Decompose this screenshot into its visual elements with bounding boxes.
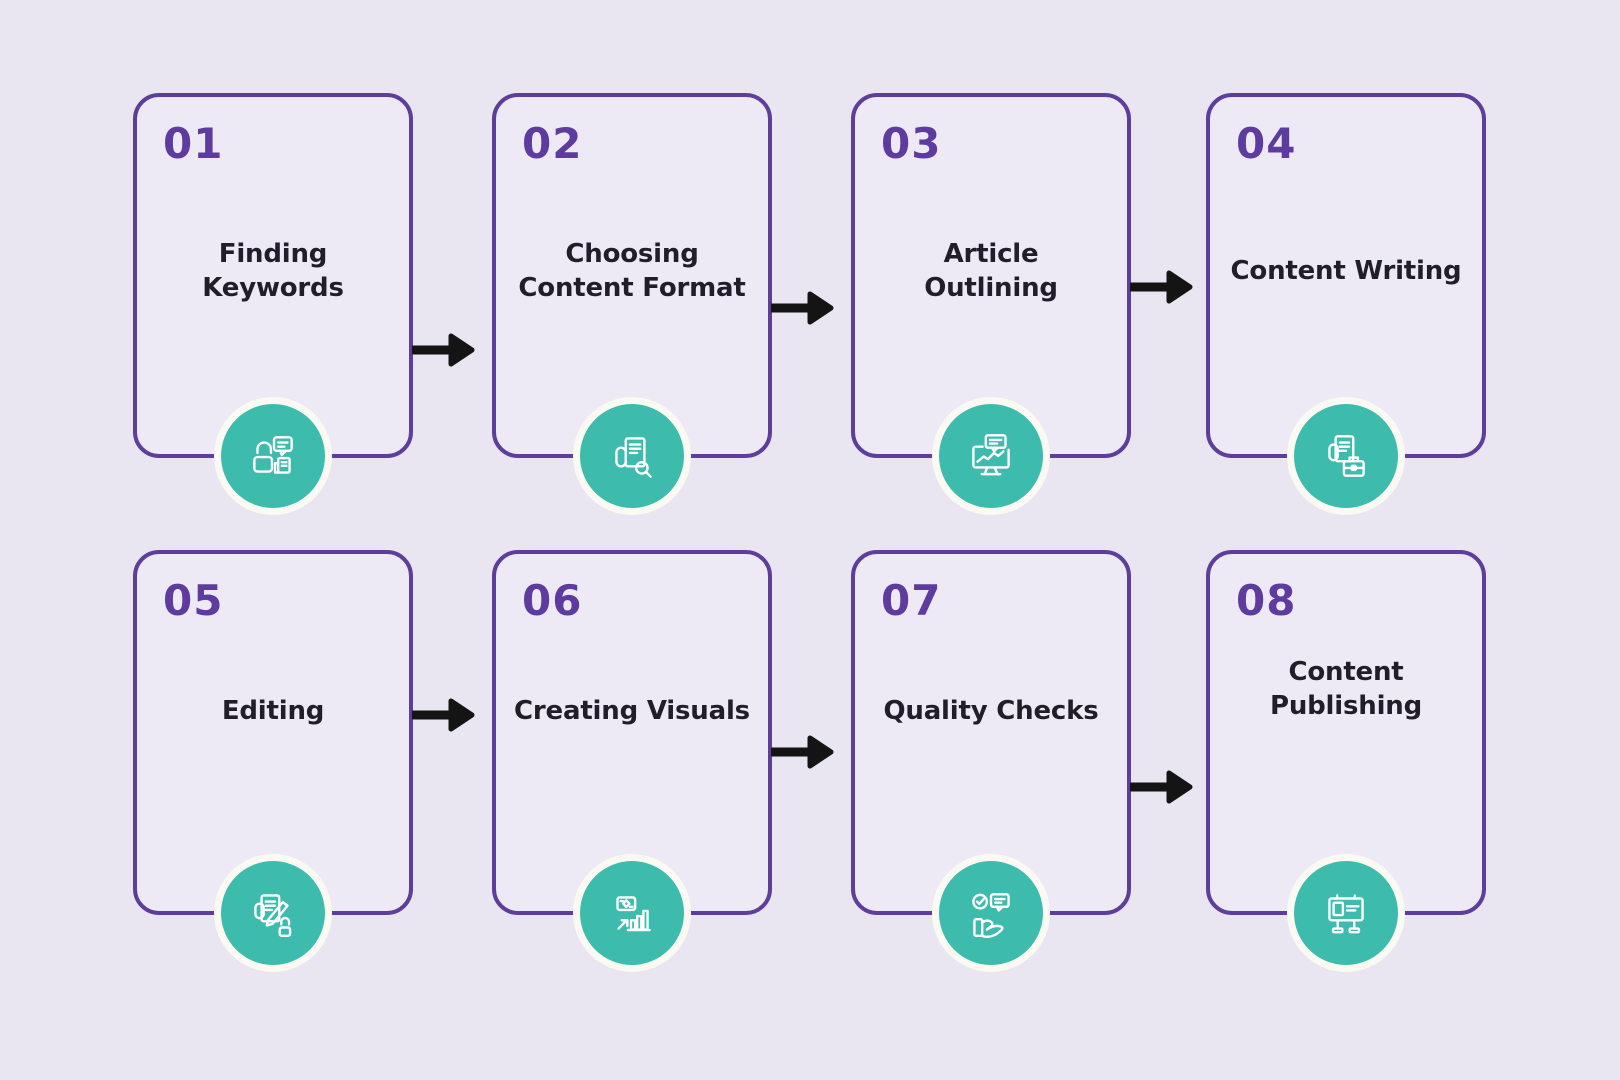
step-title-line: Editing [221,696,325,726]
step-title: Choosing Content Format [504,237,760,305]
step-title-line: Content Writing [1230,256,1462,286]
step-title-line: Choosing [565,239,699,269]
step-title: Quality Checks [863,694,1119,728]
step-title-line: Outlining [924,273,1058,303]
step-title: Content Publishing [1218,655,1474,723]
editing-icon [221,861,325,965]
step-icon-badge [214,854,332,972]
step-number: 04 [1236,119,1297,168]
step-icon-badge [573,854,691,972]
step-title-line: Content [1288,657,1404,687]
step-card-01: 01 Finding Keywords [133,93,413,515]
step-icon-badge [1287,854,1405,972]
step-card-04: 04 Content Writing [1206,93,1486,515]
step-title: Creating Visuals [504,694,760,728]
step-icon-badge [1287,397,1405,515]
step-number: 03 [881,119,942,168]
step-card-02: 02 Choosing Content Format [492,93,772,515]
step-icon-badge [214,397,332,515]
step-number: 05 [163,576,224,625]
step-title-line: Article [943,239,1039,269]
content-publishing-icon [1294,861,1398,965]
step-card-06: 06 Creating Visuals [492,550,772,972]
quality-checks-icon [939,861,1043,965]
flow-arrow-05-06-icon [411,693,477,737]
step-number: 02 [522,119,583,168]
article-outlining-icon [939,404,1043,508]
step-number: 07 [881,576,942,625]
step-title-line: Content Format [518,273,746,303]
flow-arrow-02-03-icon [770,286,836,330]
step-title: Finding Keywords [145,237,401,305]
finding-keywords-icon [221,404,325,508]
flow-arrow-01-02-icon [411,328,477,372]
step-icon-badge [573,397,691,515]
step-number: 06 [522,576,583,625]
creating-visuals-icon [580,861,684,965]
step-card-03: 03 Article Outlining [851,93,1131,515]
step-card-07: 07 Quality Checks [851,550,1131,972]
step-title-line: Finding [218,239,328,269]
choosing-content-format-icon [580,404,684,508]
content-writing-icon [1294,404,1398,508]
flow-arrow-07-08-icon [1129,765,1195,809]
step-title: Article Outlining [863,237,1119,305]
step-title-line: Creating Visuals [514,696,750,726]
step-number: 08 [1236,576,1297,625]
step-number: 01 [163,119,224,168]
flow-arrow-03-04-icon [1129,265,1195,309]
flow-arrow-06-07-icon [770,730,836,774]
step-title-line: Publishing [1269,691,1423,721]
step-icon-badge [932,397,1050,515]
step-title: Editing [145,694,401,728]
step-title-line: Keywords [202,273,344,303]
step-title: Content Writing [1218,254,1474,288]
step-card-08: 08 Content Publishing [1206,550,1486,972]
step-icon-badge [932,854,1050,972]
step-title-line: Quality Checks [883,696,1099,726]
step-card-05: 05 Editing [133,550,413,972]
